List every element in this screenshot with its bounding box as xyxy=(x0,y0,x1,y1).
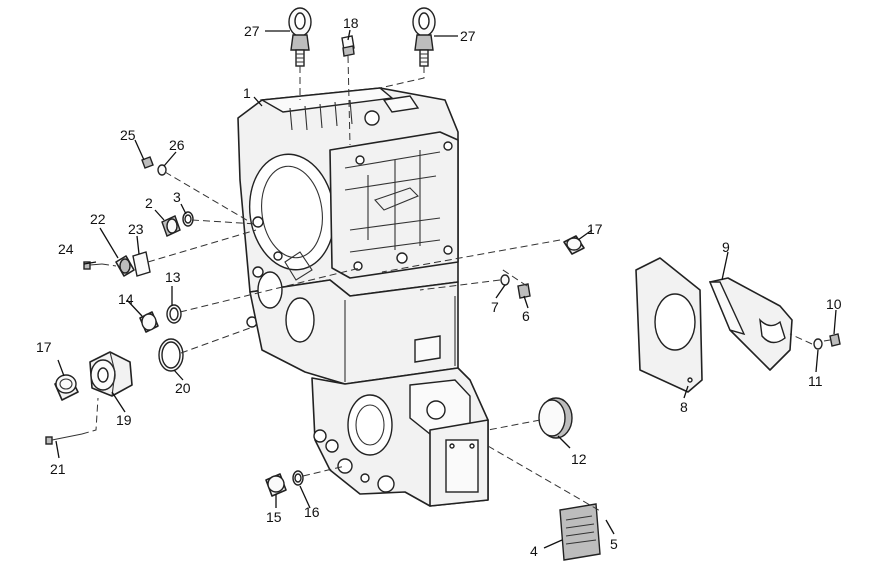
plug-15 xyxy=(265,473,287,497)
callout-2: 2 xyxy=(145,195,153,211)
o-ring-16 xyxy=(292,470,304,486)
seal-ring-3 xyxy=(182,211,194,227)
cover-plate-8 xyxy=(635,257,703,393)
shield-9 xyxy=(708,277,793,371)
callout-17-left: 17 xyxy=(36,339,52,355)
callout-8: 8 xyxy=(680,399,688,415)
plug-17-right xyxy=(563,235,585,255)
o-ring-13 xyxy=(166,304,182,324)
callout-3: 3 xyxy=(173,189,181,205)
callout-18: 18 xyxy=(343,15,359,31)
o-ring-26 xyxy=(157,164,167,176)
callout-6: 6 xyxy=(522,308,530,324)
callout-17-right: 17 xyxy=(587,221,603,237)
o-ring-20 xyxy=(158,338,184,372)
eyebolt-right xyxy=(412,7,436,67)
callout-19: 19 xyxy=(116,412,132,428)
washer-11 xyxy=(813,338,823,350)
bolt-24 xyxy=(83,261,103,270)
name-plate-4 xyxy=(559,503,601,561)
plug-6 xyxy=(517,283,531,299)
callout-23: 23 xyxy=(128,221,144,237)
callout-20: 20 xyxy=(175,380,191,396)
callout-12: 12 xyxy=(571,451,587,467)
small-plug-25 xyxy=(141,156,154,169)
assembly-lines xyxy=(81,55,813,513)
callout-11: 11 xyxy=(808,373,823,389)
pump-assembly-19 xyxy=(89,351,133,397)
eyebolt-left xyxy=(288,7,312,67)
cap-12 xyxy=(538,397,573,439)
callout-1: 1 xyxy=(243,85,251,101)
callout-16: 16 xyxy=(304,504,320,520)
gasket-23 xyxy=(132,251,151,277)
callout-21: 21 xyxy=(50,461,66,477)
leader-lines xyxy=(55,29,837,549)
callout-25: 25 xyxy=(120,127,136,143)
callout-7: 7 xyxy=(491,299,499,315)
transmission-housing xyxy=(237,87,489,507)
callout-4: 4 xyxy=(530,543,538,559)
callout-13: 13 xyxy=(165,269,181,285)
filter-cover-22 xyxy=(115,255,135,277)
bolt-10 xyxy=(823,333,841,347)
callout-9: 9 xyxy=(722,239,730,255)
callout-24: 24 xyxy=(58,241,74,257)
plug-2 xyxy=(161,215,181,237)
ring-7 xyxy=(500,274,510,286)
plug-14 xyxy=(139,311,159,333)
long-bolt-21 xyxy=(45,433,83,445)
callout-27-left: 27 xyxy=(244,23,260,39)
plug-17-left xyxy=(54,374,79,401)
callout-15: 15 xyxy=(266,509,282,525)
callout-14: 14 xyxy=(118,291,134,307)
callout-27-right: 27 xyxy=(460,28,476,44)
callout-10: 10 xyxy=(826,296,842,312)
callout-5: 5 xyxy=(610,536,618,552)
callout-labels: 27 27 18 1 25 26 2 3 22 23 24 13 14 17 1… xyxy=(36,15,842,559)
callout-26: 26 xyxy=(169,137,185,153)
callout-22: 22 xyxy=(90,211,106,227)
